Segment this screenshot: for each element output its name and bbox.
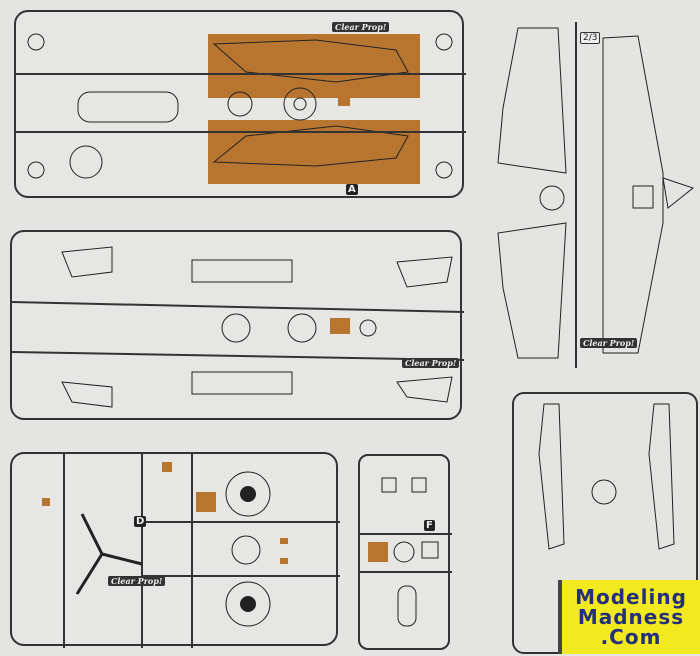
sprue-c-parts <box>42 454 340 648</box>
wing-parts <box>497 22 695 368</box>
brand-tag: Clear Prop! <box>580 338 638 348</box>
brand-tag: Clear Prop! <box>402 358 460 368</box>
sprue-letter: A <box>346 184 358 195</box>
brand-tag: Clear Prop! <box>332 22 390 32</box>
sprue-label: 2/3 <box>580 32 601 44</box>
sprue-f: F <box>358 454 452 650</box>
sprue-b-parts <box>12 246 464 408</box>
sprue-b: Clear Prop! <box>10 230 464 420</box>
watermark-line-1: Modeling <box>575 585 687 609</box>
fuselage-half-top <box>208 34 420 98</box>
sprue-a-parts <box>16 33 466 184</box>
brand-tag: Clear Prop! <box>108 576 166 586</box>
sprue-letter: D <box>134 516 147 527</box>
watermark-line-2: Madness <box>577 605 685 629</box>
sprue-f-parts <box>360 477 452 627</box>
modeling-madness-watermark: Modeling Madness .Com <box>562 580 700 654</box>
fuselage-half-bottom <box>208 120 420 184</box>
sprue-wing: 2/3 Clear Prop! <box>488 8 698 380</box>
sprue-c: Clear Prop! D <box>10 452 340 648</box>
sprue-letter: F <box>424 520 435 531</box>
bottom-right-parts <box>538 403 675 550</box>
sprue-a: Clear Prop! A <box>14 10 466 198</box>
watermark-line-3: .Com <box>600 625 662 649</box>
